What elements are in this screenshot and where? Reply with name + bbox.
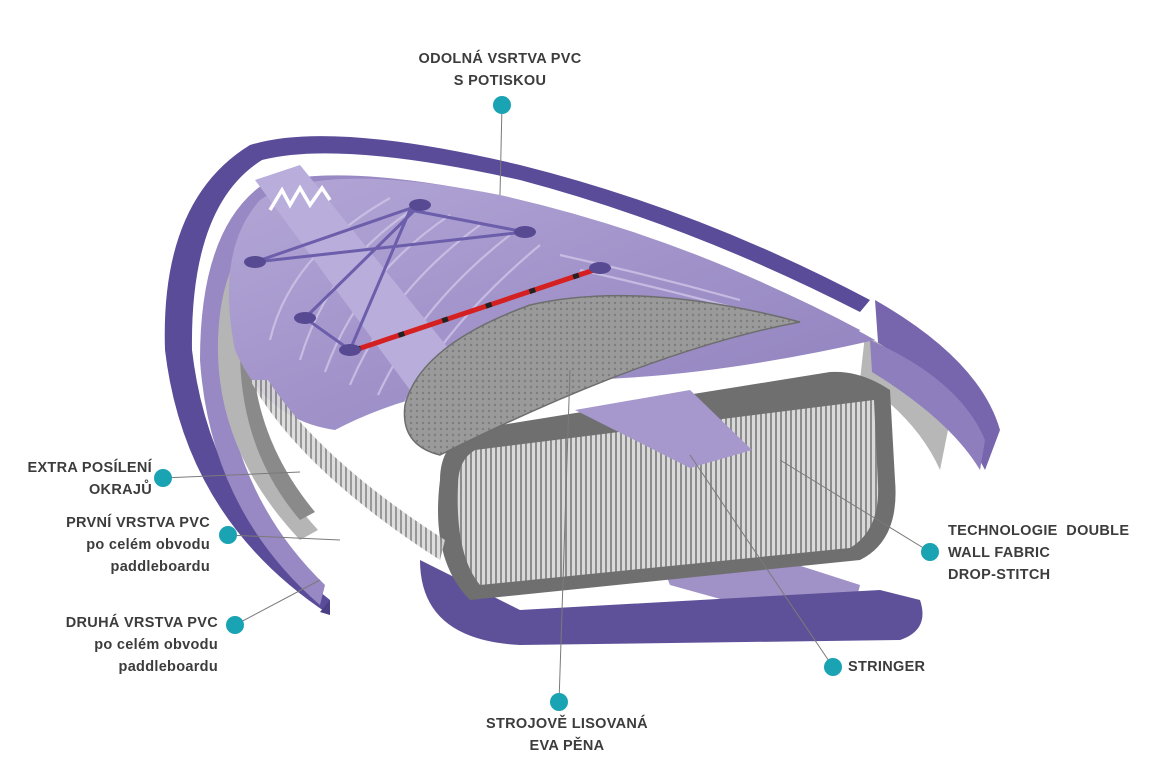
stringer-strip bbox=[575, 390, 752, 468]
dot-top-pvc bbox=[493, 96, 511, 114]
label-eva-foam: STROJOVĚ LISOVANÁ EVA PĚNA bbox=[462, 713, 672, 757]
label-drop-stitch-line: WALL FABRIC bbox=[948, 545, 1051, 561]
label-first-pvc: PRVNÍ VRSTVA PVC po celém obvodu paddleb… bbox=[20, 512, 210, 578]
label-first-pvc-line: po celém obvodu bbox=[86, 537, 210, 553]
brand-logo: AM bbox=[268, 184, 332, 211]
dot-stringer bbox=[824, 658, 842, 676]
label-stringer-line: STRINGER bbox=[848, 659, 926, 675]
eva-deck-pad bbox=[403, 294, 801, 456]
dot-second-pvc bbox=[226, 616, 244, 634]
label-second-pvc: DRUHÁ VRSTVA PVC po celém obvodu paddleb… bbox=[20, 612, 218, 678]
label-stringer: STRINGER bbox=[848, 656, 925, 678]
dot-eva-foam bbox=[550, 693, 568, 711]
label-first-pvc-line: PRVNÍ VRSTVA PVC bbox=[66, 515, 210, 531]
label-second-pvc-line: paddleboardu bbox=[118, 659, 218, 675]
label-eva-foam-line: EVA PĚNA bbox=[529, 738, 605, 754]
dot-drop-stitch bbox=[921, 543, 939, 561]
label-eva-foam-line: STROJOVĚ LISOVANÁ bbox=[486, 716, 648, 732]
label-extra-edge-line: OKRAJŮ bbox=[88, 482, 152, 498]
dot-extra-edge bbox=[154, 469, 172, 487]
label-dots bbox=[154, 96, 939, 711]
label-second-pvc-line: DRUHÁ VRSTVA PVC bbox=[65, 615, 218, 631]
label-top-pvc-line: ODOLNÁ VSRTVA PVC bbox=[418, 51, 582, 67]
label-extra-edge-line: EXTRA POSÍLENÍ bbox=[27, 460, 152, 476]
label-drop-stitch-line: TECHNOLOGIE DOUBLE bbox=[948, 523, 1130, 539]
label-top-pvc-line: S POTISKOU bbox=[453, 73, 547, 89]
label-drop-stitch: TECHNOLOGIE DOUBLE WALL FABRIC DROP-STIT… bbox=[948, 520, 1129, 586]
label-extra-edge: EXTRA POSÍLENÍ OKRAJŮ bbox=[10, 457, 152, 501]
leader-lines bbox=[162, 104, 931, 703]
label-top-pvc: ODOLNÁ VSRTVA PVC S POTISKOU bbox=[400, 48, 600, 92]
dot-first-pvc bbox=[219, 526, 237, 544]
drop-stitch-core bbox=[250, 371, 896, 600]
bungee-cords bbox=[244, 199, 611, 356]
label-second-pvc-line: po celém obvodu bbox=[94, 637, 218, 653]
label-drop-stitch-line: DROP-STITCH bbox=[948, 567, 1051, 583]
label-first-pvc-line: paddleboardu bbox=[110, 559, 210, 575]
first-pvc-layer bbox=[200, 175, 985, 605]
